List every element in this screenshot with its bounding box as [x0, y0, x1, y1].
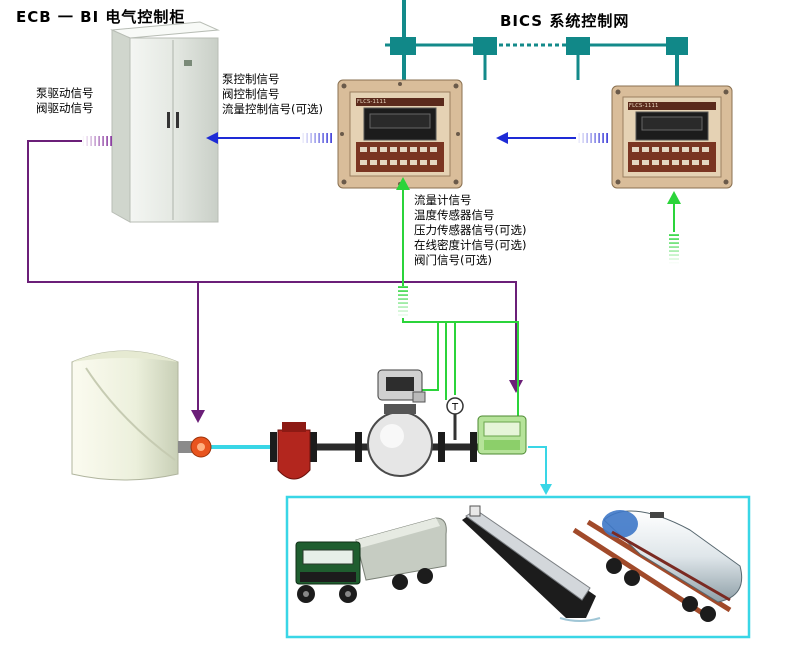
- control-valve-icon: [470, 415, 527, 462]
- controller-model-remote: FLCS-1111: [629, 103, 659, 109]
- controller-unit-main-icon: [337, 79, 463, 189]
- strainer-icon: [270, 422, 317, 480]
- control-signal-labels: 泵控制信号 阀控制信号 流量控制信号(可选): [222, 72, 323, 117]
- sensor-signal-lines: [396, 177, 681, 416]
- electrical-cabinet-icon: [110, 21, 220, 223]
- cabinet-title: ECB 一 BI 电气控制柜: [16, 8, 186, 26]
- pump-control-signal-label: 泵控制信号: [222, 72, 280, 86]
- temperature-sensor-signal-label: 温度传感器信号: [414, 208, 495, 222]
- valve-control-signal-label: 阀控制信号: [222, 87, 280, 101]
- valve-drive-signal-label: 阀驱动信号: [36, 101, 94, 115]
- tanker-ship-icon: [462, 505, 601, 622]
- bics-network: [385, 0, 688, 90]
- drive-signal-labels: 泵驱动信号 阀驱动信号: [36, 86, 94, 116]
- flow-meter-icon: [355, 369, 445, 477]
- pressure-sensor-signal-label: 压力传感器信号(可选): [414, 223, 527, 237]
- control-signal-arrow: [206, 132, 334, 144]
- sensor-signal-labels: 流量计信号 温度传感器信号 压力传感器信号(可选) 在线密度计信号(可选) 阀门…: [414, 193, 526, 268]
- controller-model-main: FLCS-1111: [357, 99, 387, 105]
- valve-signal-label: 阀门信号(可选): [414, 253, 492, 267]
- density-meter-signal-label: 在线密度计信号(可选): [414, 238, 527, 252]
- remote-control-signal-arrow: [496, 132, 610, 144]
- drive-signal-lines: [27, 136, 523, 423]
- rail-tank-car-icon: [572, 510, 743, 622]
- network-title: BICS 系统控制网: [500, 12, 630, 30]
- flowmeter-signal-label: 流量计信号: [414, 193, 472, 207]
- controller-unit-remote-icon: [611, 85, 733, 189]
- thermometer-icon: T: [446, 397, 464, 440]
- pump-drive-signal-label: 泵驱动信号: [36, 86, 94, 100]
- storage-tank-icon: [71, 350, 179, 481]
- flow-control-signal-label: 流量控制信号(可选): [222, 102, 323, 116]
- svg-text:T: T: [451, 402, 459, 413]
- tanker-truck-icon: [295, 517, 447, 603]
- pump-icon: [178, 436, 212, 458]
